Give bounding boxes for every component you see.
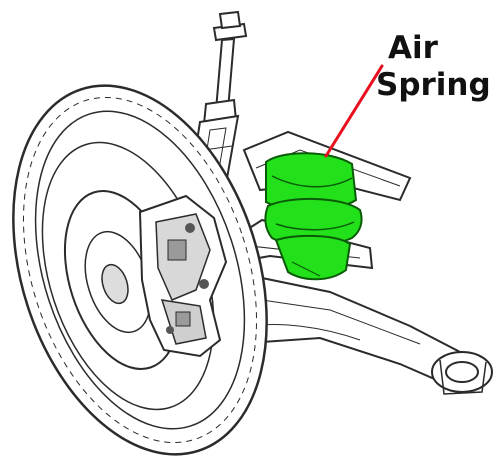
air-spring-bellows bbox=[264, 198, 363, 247]
callout-pointer bbox=[324, 64, 384, 158]
air-spring-label: Air Spring bbox=[376, 30, 500, 104]
lower-control-arm bbox=[216, 276, 493, 395]
brake-knuckle bbox=[138, 194, 228, 358]
air-spring-label-line2: Spring bbox=[376, 67, 491, 103]
air-spring-label-line1: Air bbox=[388, 30, 438, 66]
air-spring bbox=[264, 152, 363, 281]
hub bbox=[101, 263, 129, 305]
air-spring-lower bbox=[274, 234, 352, 281]
